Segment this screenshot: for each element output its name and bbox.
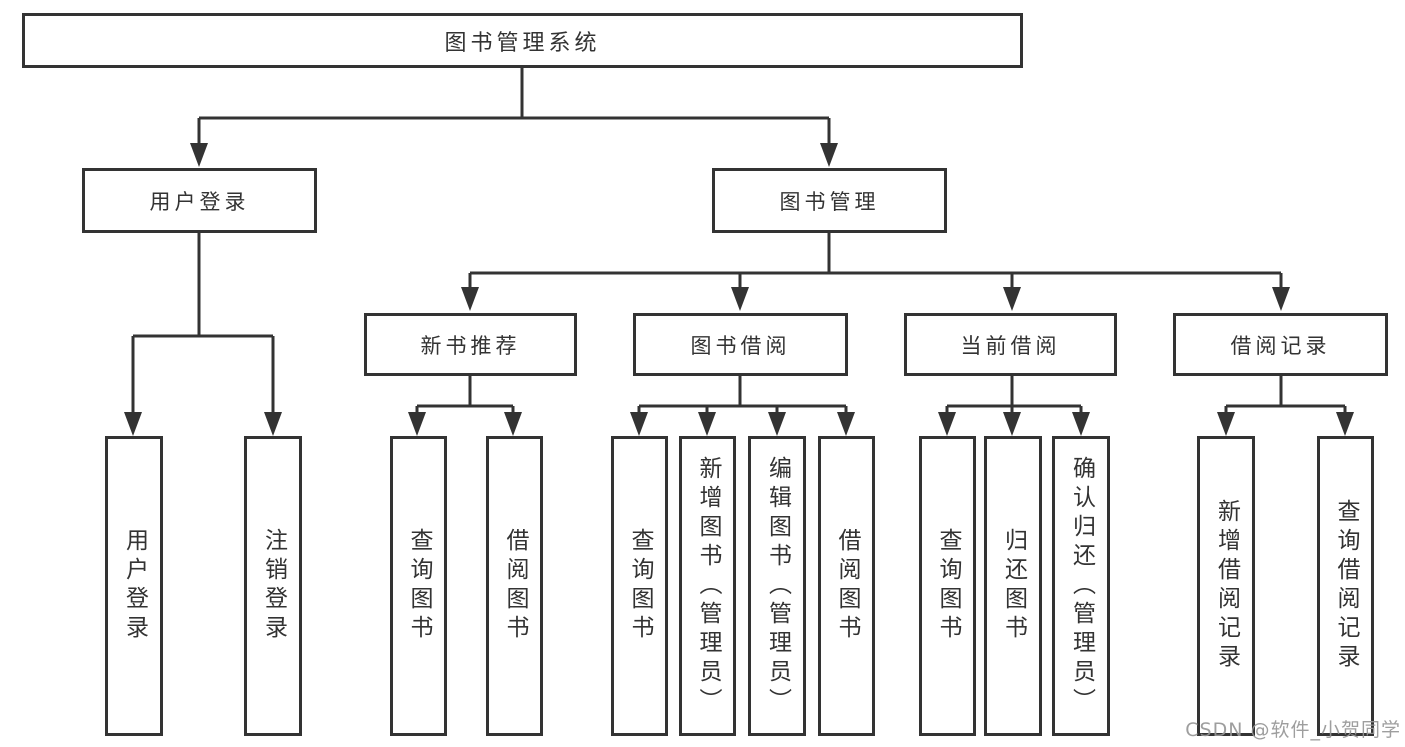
leaf-borrow-edit-book-admin: 编辑图书（管理员） [748, 436, 806, 736]
arrowhead [837, 412, 855, 436]
node-current-borrow-label: 当前借阅 [960, 333, 1061, 358]
node-book-borrow-label: 图书借阅 [690, 333, 791, 358]
leaf-recommend-query-book: 查询图书 [390, 436, 447, 736]
arrowhead [264, 412, 282, 436]
leaf-user-login: 用户登录 [105, 436, 163, 736]
arrowhead [630, 412, 648, 436]
leaf-records-query-record: 查询借阅记录 [1317, 436, 1374, 736]
arrowhead [408, 412, 426, 436]
arrowhead [1272, 287, 1290, 311]
node-new-book-recommend-label: 新书推荐 [420, 333, 521, 358]
leaf-user-login-label: 用户登录 [121, 528, 148, 644]
arrowhead [731, 287, 749, 311]
leaf-recommend-borrow-book-label: 借阅图书 [502, 528, 528, 644]
connector-user-login-to-leaves [131, 233, 275, 414]
node-book-management-label: 图书管理 [779, 189, 880, 214]
csdn-watermark: CSDN @软件_小贺同学 [1185, 719, 1401, 741]
arrowhead [124, 412, 142, 436]
connector-current-to-leaves [945, 376, 1083, 414]
connector-records-to-leaves [1224, 376, 1347, 414]
connector-borrow-to-leaves [637, 376, 848, 414]
arrowhead [1003, 412, 1021, 436]
node-borrow-records: 借阅记录 [1173, 313, 1388, 376]
leaf-borrow-query-book-label: 查询图书 [627, 528, 653, 644]
leaf-current-confirm-return-admin: 确认归还（管理员） [1052, 436, 1110, 736]
connector-recommend-to-leaves [415, 376, 515, 414]
leaf-logout-label: 注销登录 [260, 528, 287, 644]
node-new-book-recommend: 新书推荐 [364, 313, 577, 376]
arrowhead [820, 143, 838, 167]
arrowhead [504, 412, 522, 436]
leaf-current-confirm-return-admin-label: 确认归还（管理员） [1068, 455, 1095, 717]
arrowhead [1072, 412, 1090, 436]
leaf-current-return-book: 归还图书 [984, 436, 1042, 736]
leaf-current-query-book: 查询图书 [919, 436, 976, 736]
node-borrow-records-label: 借阅记录 [1230, 333, 1331, 358]
leaf-borrow-query-book: 查询图书 [611, 436, 668, 736]
arrowhead [1336, 412, 1354, 436]
leaf-records-add-record: 新增借阅记录 [1197, 436, 1255, 736]
leaf-current-return-book-label: 归还图书 [1000, 528, 1027, 644]
leaf-recommend-query-book-label: 查询图书 [406, 528, 432, 644]
leaf-current-query-book-label: 查询图书 [935, 528, 961, 644]
connector-book-mgmt-to-level3 [468, 233, 1283, 289]
leaf-borrow-edit-book-admin-label: 编辑图书（管理员） [764, 455, 791, 717]
leaf-borrow-borrow-book: 借阅图书 [818, 436, 875, 736]
arrowhead [768, 412, 786, 436]
arrowhead [461, 287, 479, 311]
leaf-logout: 注销登录 [244, 436, 302, 736]
node-current-borrow: 当前借阅 [904, 313, 1117, 376]
node-user-login-label: 用户登录 [149, 189, 250, 214]
node-book-borrow: 图书借阅 [633, 313, 848, 376]
arrowhead [698, 412, 716, 436]
arrowheads [124, 143, 1354, 436]
arrowhead [938, 412, 956, 436]
leaf-borrow-add-book-admin-label: 新增图书（管理员） [695, 455, 721, 717]
leaf-borrow-borrow-book-label: 借阅图书 [834, 528, 860, 644]
arrowhead [190, 143, 208, 167]
arrowhead [1217, 412, 1235, 436]
leaf-records-add-record-label: 新增借阅记录 [1213, 499, 1240, 673]
node-user-login: 用户登录 [82, 168, 317, 233]
connector-root-to-level2 [197, 68, 831, 145]
node-book-management: 图书管理 [712, 168, 947, 233]
node-root-label: 图书管理系统 [444, 30, 601, 56]
leaf-borrow-add-book-admin: 新增图书（管理员） [679, 436, 736, 736]
node-root-system: 图书管理系统 [22, 13, 1023, 68]
leaf-records-query-record-label: 查询借阅记录 [1333, 499, 1359, 673]
arrowhead [1003, 287, 1021, 311]
leaf-recommend-borrow-book: 借阅图书 [486, 436, 543, 736]
